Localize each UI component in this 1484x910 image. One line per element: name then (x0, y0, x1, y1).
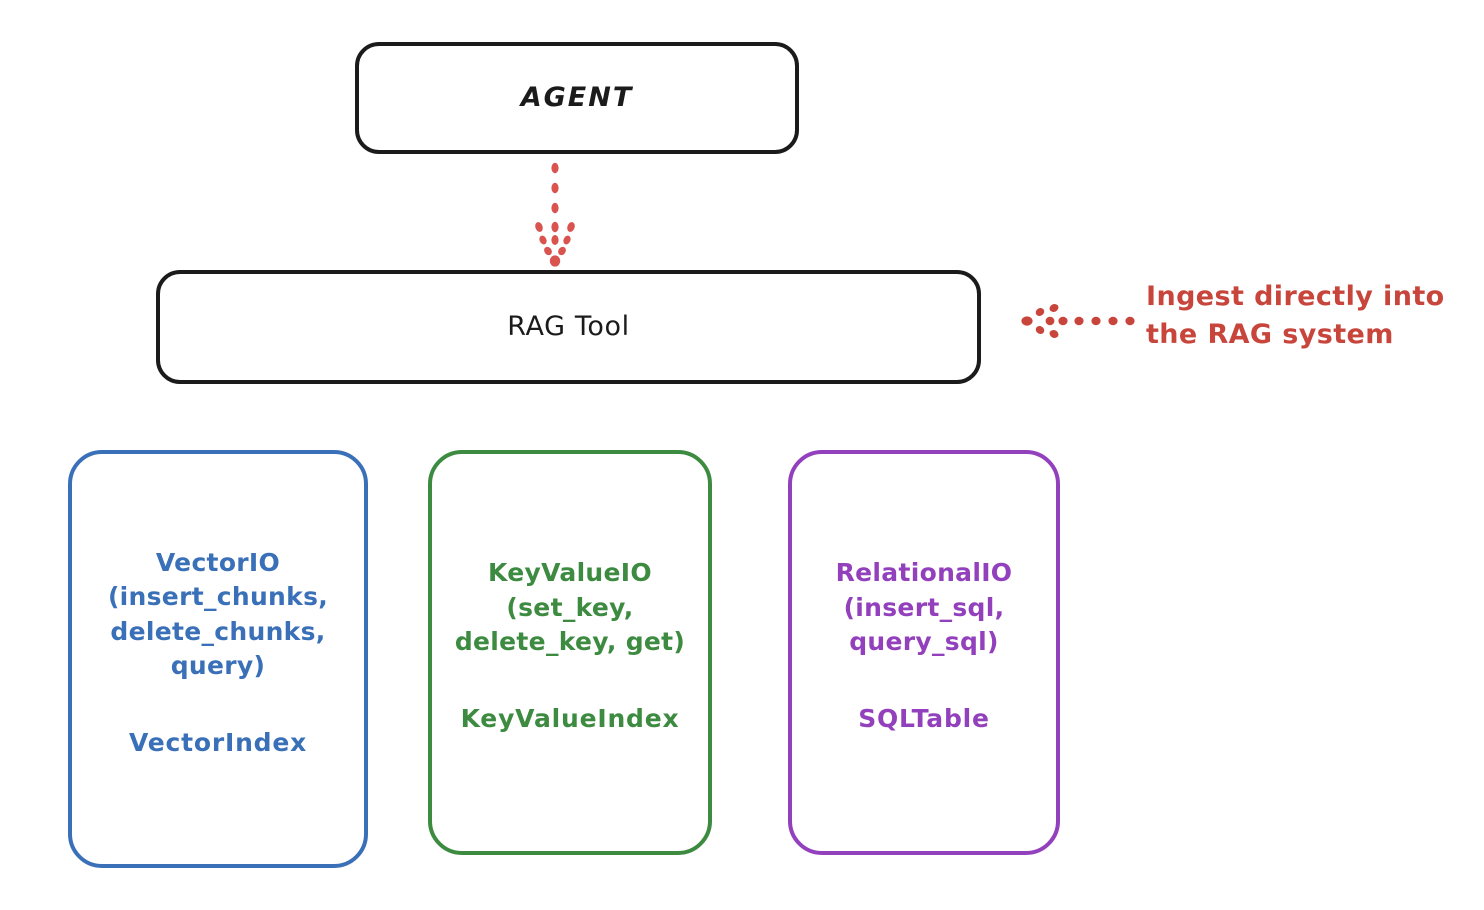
node-relational-io-content: RelationalIO (insert_sql, query_sql) SQL… (792, 556, 1056, 733)
node-rag-tool[interactable]: RAG Tool (156, 270, 981, 384)
node-agent[interactable]: AGENT (355, 42, 799, 154)
node-relational-io-sublabel: SQLTable (858, 703, 990, 733)
node-vector-io-sublabel: VectorIndex (128, 727, 308, 757)
node-vector-io[interactable]: VectorIO (insert_chunks, delete_chunks, … (68, 450, 368, 868)
node-vector-io-label: VectorIO (insert_chunks, delete_chunks, … (107, 547, 329, 681)
node-agent-label: AGENT (520, 82, 634, 114)
node-key-value-io-label: KeyValueIO (set_key, delete_key, get) (454, 558, 686, 657)
node-key-value-io-content: KeyValueIO (set_key, delete_key, get) Ke… (432, 556, 708, 733)
node-rag-tool-label: RAG Tool (507, 311, 630, 343)
dotted-arrow-down-icon (535, 162, 575, 267)
node-vector-io-content: VectorIO (insert_chunks, delete_chunks, … (72, 546, 364, 757)
annotation-ingest-note: Ingest directly into the RAG system (1146, 281, 1445, 351)
node-relational-io-label: RelationalIO (insert_sql, query_sql) (835, 558, 1013, 657)
dotted-arrow-left-icon (1021, 304, 1135, 338)
node-key-value-io[interactable]: KeyValueIO (set_key, delete_key, get) Ke… (428, 450, 712, 855)
node-key-value-io-sublabel: KeyValueIndex (460, 703, 680, 733)
node-relational-io[interactable]: RelationalIO (insert_sql, query_sql) SQL… (788, 450, 1060, 855)
